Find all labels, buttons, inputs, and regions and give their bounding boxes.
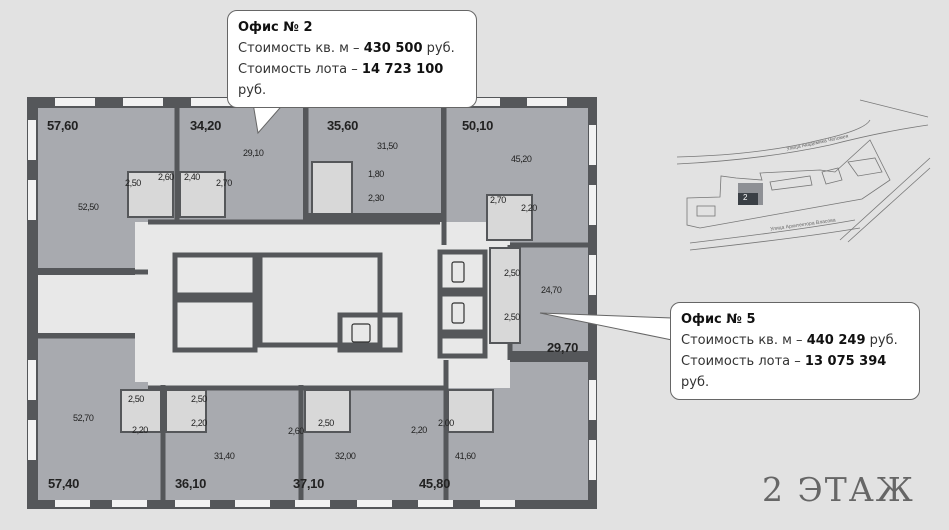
partition-walls (36, 108, 590, 500)
room-area: 45,20 (511, 154, 532, 164)
office-area[interactable]: 57,60 (47, 118, 79, 133)
office-area[interactable]: 35,60 (327, 118, 359, 133)
room-area: 2,50 (504, 268, 520, 278)
elevator-icons (351, 261, 465, 343)
office-area[interactable]: 34,20 (190, 118, 222, 133)
price-per-sqm: Стоимость кв. м – 430 500 руб. (238, 41, 455, 56)
office-area[interactable]: 57,40 (48, 476, 80, 491)
site-map-building-number: 2 (743, 193, 748, 202)
site-map (676, 99, 931, 251)
room-area: 2,20 (521, 203, 537, 213)
office-5-callout: Офис № 5 Стоимость кв. м – 440 249 руб. … (670, 302, 920, 400)
room-area: 2,00 (438, 418, 454, 428)
office-area[interactable]: 45,80 (419, 476, 451, 491)
office-area[interactable]: 29,70 (547, 340, 579, 355)
room-area: 2,50 (318, 418, 334, 428)
room-area: 31,50 (377, 141, 398, 151)
room-area: 2,50 (125, 178, 141, 188)
room-area: 31,40 (214, 451, 235, 461)
room-area: 52,50 (78, 202, 99, 212)
room-area: 2,50 (191, 394, 207, 404)
callout-title: Офис № 2 (238, 20, 313, 35)
room-area: 2,20 (411, 425, 427, 435)
room-area: 24,70 (541, 285, 562, 295)
office-2-callout: Офис № 2 Стоимость кв. м – 430 500 руб. … (227, 10, 477, 108)
bathrooms (120, 161, 533, 433)
floor-label: 2 ЭТАЖ (762, 470, 915, 509)
room-area: 2,60 (158, 172, 174, 182)
price-per-sqm: Стоимость кв. м – 440 249 руб. (681, 333, 898, 348)
core-walls (172, 249, 488, 359)
room-area: 2,40 (184, 172, 200, 182)
room-area: 2,70 (216, 178, 232, 188)
office-area[interactable]: 36,10 (175, 476, 207, 491)
building-2-marker (738, 193, 758, 205)
lot-price: Стоимость лота – 13 075 394 руб. (681, 354, 887, 390)
room-area: 52,70 (73, 413, 94, 423)
room-area: 2,50 (128, 394, 144, 404)
elevator-icon (451, 302, 465, 324)
room-area: 1,80 (368, 169, 384, 179)
room-area: 2,50 (504, 312, 520, 322)
freight-elevator-icon (351, 323, 371, 343)
office-area[interactable]: 37,10 (293, 476, 325, 491)
room-area: 29,10 (243, 148, 264, 158)
room-area: 2,20 (191, 418, 207, 428)
elevator-icon (451, 261, 465, 283)
room-area: 2,70 (490, 195, 506, 205)
room-area: 2,20 (132, 425, 148, 435)
lot-price: Стоимость лота – 14 723 100 руб. (238, 62, 444, 98)
room-area: 2,30 (368, 193, 384, 203)
room-area: 41,60 (455, 451, 476, 461)
callout-title: Офис № 5 (681, 312, 756, 327)
room-area: 32,00 (335, 451, 356, 461)
office-area[interactable]: 50,10 (462, 118, 494, 133)
corridor (38, 222, 510, 388)
room-area: 2,60 (288, 426, 304, 436)
